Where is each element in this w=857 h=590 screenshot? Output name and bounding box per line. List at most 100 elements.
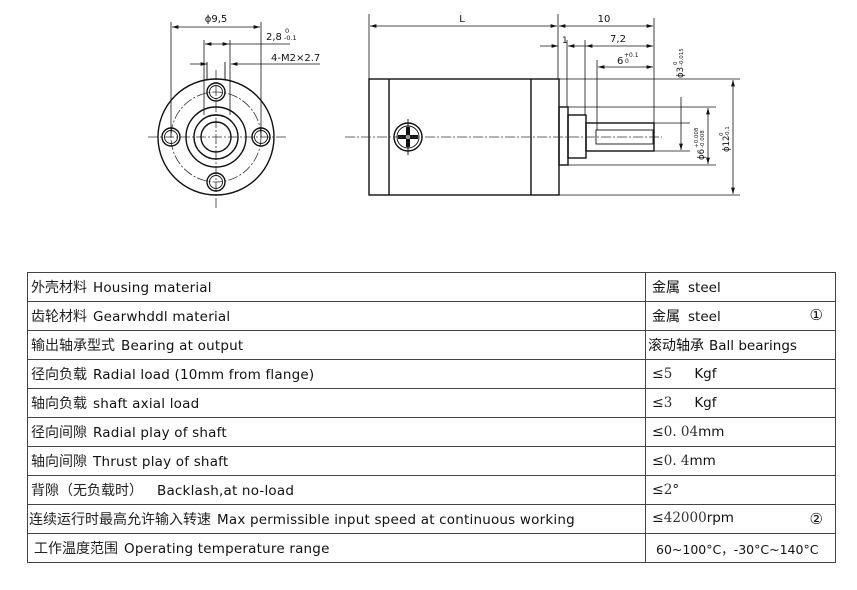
dim-d12-label: ϕ12: [722, 136, 732, 152]
spec-value-unit: rpm: [706, 510, 734, 526]
spec-value-number: 42000: [663, 510, 707, 526]
spec-value-zh: 金属: [652, 309, 680, 325]
spec-label-zh: 轴向负载: [31, 396, 87, 412]
leq-symbol: ≤: [652, 510, 664, 526]
spec-value-cell: 60~100°C，-30°C~140°C: [645, 533, 836, 563]
dim-shaft-label: 7,2: [610, 34, 626, 45]
spec-label-en: Housing material: [93, 280, 212, 296]
dim-d6-tol-upper: +0.008: [694, 127, 700, 148]
spec-value-zh: 金属: [652, 280, 680, 296]
spec-value-unit: °: [672, 482, 680, 498]
dim-step-label: 1: [562, 36, 568, 46]
spec-label-zh: 齿轮材料: [31, 309, 87, 325]
spec-value-number: 0. 04: [663, 424, 699, 440]
leq-symbol: ≤: [652, 366, 664, 382]
boss-inner: [193, 114, 239, 160]
spec-label-zh: 连续运行时最高允许输入转速: [29, 512, 211, 528]
spec-value-cell: 金属 steel: [645, 272, 836, 302]
note-marker-1: ①: [809, 306, 823, 324]
mounting-hole: [206, 82, 226, 102]
spec-label-cell: 径向负载 Radial load (10mm from flange): [27, 359, 646, 389]
dim-thread-label: 4-M2×2.7: [271, 53, 320, 64]
spec-label-en: Bearing at output: [121, 338, 244, 354]
spec-value-cell: ≤3 Kgf: [645, 388, 836, 418]
spec-label-zh: 轴向间隙: [31, 454, 87, 470]
spec-label-cell: 轴向负载 shaft axial load: [27, 388, 646, 418]
side-view: L 10 1 7,2 6 +0.1 0 ϕ3 0 -0.015: [345, 14, 740, 196]
output-flange: [558, 106, 569, 166]
dim-flat-label: 6: [617, 56, 623, 67]
dim-d3-tol-upper: 0: [673, 61, 679, 65]
note-marker-2: ②: [809, 510, 823, 528]
spec-value-number: 5: [663, 366, 673, 382]
spec-value-zh: 滚动轴承: [648, 338, 704, 354]
table-row: 径向负载 Radial load (10mm from flange) ≤5 Kgf: [27, 359, 836, 389]
spec-value-unit: mm: [698, 424, 725, 440]
spec-label-en: shaft axial load: [93, 396, 200, 412]
shaft-circle: [200, 121, 232, 153]
dim-hole-depth-label: 2,8: [266, 32, 282, 43]
dim-length-label: L: [459, 14, 465, 25]
spec-label-zh: 工作温度范围: [34, 541, 118, 557]
front-view: ϕ9,5 2,8 0 -0.1 4-M2×2.7: [148, 14, 320, 208]
spec-label-cell: 背隙（无负载时）Backlash,at no-load: [27, 475, 646, 505]
spec-label-zh: 径向负载: [31, 367, 87, 383]
spec-value-en: Ball bearings: [709, 338, 797, 354]
dim-d12-tol-upper: 0: [719, 132, 725, 136]
spec-label-en: Gearwhddl material: [93, 309, 231, 325]
spec-value-cell: ≤0. 04mm: [645, 417, 836, 447]
dim-hole-depth-tol-lower: -0.1: [284, 34, 297, 42]
spec-value-unit: Kgf: [694, 366, 717, 382]
spec-label-en: Operating temperature range: [124, 541, 330, 557]
dim-shaft-total-label: 10: [598, 14, 611, 25]
table-row: 轴向间隙 Thrust play of shaft ≤0. 4mm: [27, 446, 836, 476]
flange-outline: [157, 78, 275, 196]
table-row: 背隙（无负载时）Backlash,at no-load ≤2°: [27, 475, 836, 505]
spec-value-en: steel: [688, 280, 721, 296]
dim-d12-tol-lower: -0.1: [725, 126, 731, 137]
dim-d3-tol-lower: -0.015: [679, 48, 685, 66]
spec-value-cell: 滚动轴承 Ball bearings: [645, 330, 836, 360]
spec-label-en: Backlash,at no-load: [157, 483, 295, 499]
table-row: 齿轮材料 Gearwhddl material 金属 steel ①: [27, 301, 836, 331]
spec-label-en: Radial load (10mm from flange): [93, 367, 315, 383]
shaft-boss: [567, 114, 587, 159]
technical-drawing: ϕ9,5 2,8 0 -0.1 4-M2×2.7: [148, 14, 740, 208]
spec-value-number: 0. 4: [663, 453, 690, 469]
spec-value-text: 60~100°C，-30°C~140°C: [656, 541, 819, 557]
spec-label-en: Thrust play of shaft: [93, 454, 229, 470]
spec-value-cell: ≤0. 4mm: [645, 446, 836, 476]
spec-value-cell: ≤2°: [645, 475, 836, 505]
spec-label-en: Max permissible input speed at continuou…: [217, 512, 575, 528]
spec-value-number: 3: [663, 395, 673, 411]
leq-symbol: ≤: [652, 395, 664, 411]
spec-value-unit: Kgf: [694, 395, 717, 411]
spec-value-number: 2: [663, 482, 673, 498]
spec-label-cell: 径向间隙 Radial play of shaft: [27, 417, 646, 447]
spec-value-cell: ≤5 Kgf: [645, 359, 836, 389]
spec-label-cell: 连续运行时最高允许输入转速 Max permissible input speed…: [27, 504, 646, 534]
dim-d3-label: ϕ3: [676, 67, 686, 78]
spec-value-en: steel: [688, 309, 721, 325]
dim-flat-tol-upper: +0.1: [624, 52, 639, 59]
table-row: 工作温度范围 Operating temperature range 60~100…: [27, 533, 836, 563]
table-row: 径向间隙 Radial play of shaft ≤0. 04mm: [27, 417, 836, 447]
spec-label-en: Radial play of shaft: [93, 425, 227, 441]
table-row: 连续运行时最高允许输入转速 Max permissible input speed…: [27, 504, 836, 534]
leq-symbol: ≤: [652, 453, 664, 469]
leq-symbol: ≤: [652, 424, 664, 440]
dim-hole-depth-tol-upper: 0: [285, 27, 289, 35]
boss-outer: [185, 106, 247, 168]
dim-flat-tol-lower: 0: [625, 58, 629, 65]
spec-label-cell: 轴向间隙 Thrust play of shaft: [27, 446, 646, 476]
dim-diameter-label: ϕ9,5: [205, 14, 228, 25]
spec-value-cell: ≤42000rpm ②: [645, 504, 836, 534]
leq-symbol: ≤: [652, 482, 664, 498]
spec-label-zh: 径向间隙: [31, 425, 87, 441]
spec-value-cell: 金属 steel ①: [645, 301, 836, 331]
